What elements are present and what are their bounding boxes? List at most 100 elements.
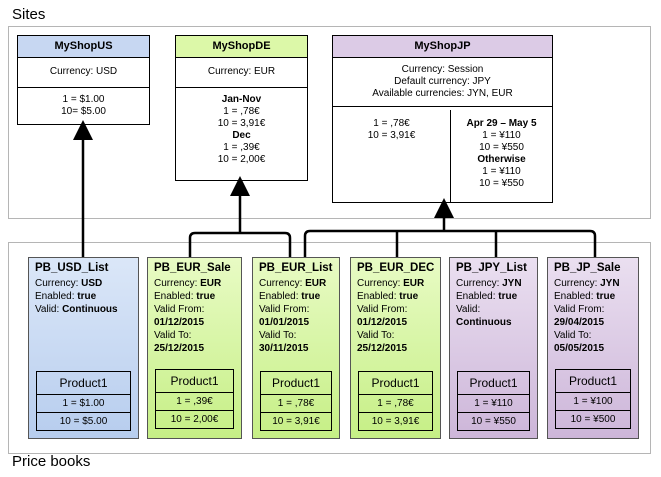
pricebook-pb-eur-list: PB_EUR_List Currency: EUR Enabled: true … bbox=[252, 257, 340, 439]
site-price: 1 = $1.00 bbox=[62, 94, 105, 105]
valid-value: Continuous bbox=[62, 304, 118, 315]
valid-to-value: 30/11/2015 bbox=[259, 343, 309, 354]
enabled-value: true bbox=[301, 291, 321, 302]
pricebook-pb-usd-list: PB_USD_List Currency: USD Enabled: true … bbox=[28, 257, 139, 439]
product-price: 1 = ,78€ bbox=[359, 395, 432, 413]
product-price: 10 = ¥500 bbox=[570, 414, 616, 425]
pricebook-title: PB_JP_Sale bbox=[554, 262, 621, 274]
valid-from-label: Valid From: bbox=[154, 304, 205, 315]
product-price: 1 = ¥110 bbox=[458, 395, 529, 413]
bracket-de bbox=[188, 231, 292, 258]
valid-label: Valid: bbox=[35, 304, 63, 315]
valid-to-label: Valid To: bbox=[259, 330, 297, 341]
pricebook-title: PB_EUR_List bbox=[259, 262, 333, 274]
site-myshopjp: MyShopJP Currency: Session Default curre… bbox=[332, 35, 553, 203]
site-price: 10 = 2,00€ bbox=[217, 154, 266, 165]
valid-to-value: 05/05/2015 bbox=[554, 343, 605, 354]
currency-value: EUR bbox=[200, 278, 222, 289]
period-label: Apr 29 – May 5 bbox=[466, 118, 537, 129]
default-currency: Default currency: JPY bbox=[394, 76, 491, 87]
enabled-value: true bbox=[498, 291, 518, 302]
enabled-label: Enabled: bbox=[35, 291, 78, 302]
site-name: MyShopDE bbox=[176, 36, 307, 58]
product-price: 10 = $5.00 bbox=[59, 416, 108, 427]
pricebook-pb-jp-sale: PB_JP_Sale Currency: JYN Enabled: true V… bbox=[547, 257, 639, 439]
valid-from-label: Valid From: bbox=[554, 304, 605, 315]
currency-label: Currency: bbox=[259, 278, 306, 289]
product-name: Product1 bbox=[261, 372, 331, 395]
product-name: Product1 bbox=[458, 372, 529, 395]
valid-from-value: 01/12/2015 bbox=[357, 317, 408, 328]
site-currency: Currency: USD bbox=[18, 58, 149, 88]
site-price: 1 = ¥110 bbox=[482, 166, 521, 177]
product-price: 1 = ,39€ bbox=[156, 393, 233, 411]
product-table: Product1 1 = ¥100 10 = ¥500 bbox=[555, 369, 631, 429]
pricebook-title: PB_EUR_Sale bbox=[154, 262, 231, 274]
site-price: 10 = 3,91€ bbox=[367, 130, 416, 141]
valid-from-label: Valid From: bbox=[259, 304, 310, 315]
enabled-label: Enabled: bbox=[357, 291, 400, 302]
valid-from-value: 01/01/2015 bbox=[259, 317, 310, 328]
site-price: 10 = ¥550 bbox=[479, 178, 524, 189]
pricebook-title: PB_JPY_List bbox=[456, 262, 527, 274]
pricebooks-label: Price books bbox=[12, 453, 91, 470]
pricebook-pb-eur-sale: PB_EUR_Sale Currency: EUR Enabled: true … bbox=[147, 257, 242, 439]
product-table: Product1 1 = ,39€ 10 = 2,00€ bbox=[155, 369, 234, 429]
site-price: 10 = 3,91€ bbox=[217, 118, 266, 129]
pricebook-pb-jpy-list: PB_JPY_List Currency: JYN Enabled: true … bbox=[449, 257, 538, 439]
enabled-value: true bbox=[196, 291, 216, 302]
product-price: 10 = ¥550 bbox=[471, 416, 516, 427]
valid-from-value: 29/04/2015 bbox=[554, 317, 605, 328]
pricebook-title: PB_USD_List bbox=[35, 262, 109, 274]
currency-label: Currency: bbox=[554, 278, 601, 289]
enabled-label: Enabled: bbox=[554, 291, 597, 302]
product-price: 1 = $1.00 bbox=[37, 395, 130, 413]
product-table: Product1 1 = ,78€ 10 = 3,91€ bbox=[260, 371, 332, 431]
enabled-value: true bbox=[596, 291, 616, 302]
valid-to-value: 25/12/2015 bbox=[357, 343, 408, 354]
currency-value: JYN bbox=[502, 278, 522, 289]
site-myshopus: MyShopUS Currency: USD 1 = $1.00 10= $5.… bbox=[17, 35, 150, 125]
site-price: 10 = ¥550 bbox=[479, 142, 524, 153]
product-name: Product1 bbox=[156, 370, 233, 393]
available-currencies: Available currencies: JYN, EUR bbox=[372, 88, 513, 99]
currency-value: USD bbox=[81, 278, 103, 289]
product-name: Product1 bbox=[37, 372, 130, 395]
site-price: 10= $5.00 bbox=[61, 106, 106, 117]
period-label: Otherwise bbox=[477, 154, 526, 165]
enabled-label: Enabled: bbox=[154, 291, 197, 302]
product-price: 10 = 2,00€ bbox=[170, 414, 219, 425]
valid-value: Continuous bbox=[456, 317, 512, 328]
product-name: Product1 bbox=[359, 372, 432, 395]
product-price: 10 = 3,91€ bbox=[272, 416, 320, 427]
product-table: Product1 1 = $1.00 10 = $5.00 bbox=[36, 371, 131, 431]
enabled-label: Enabled: bbox=[456, 291, 499, 302]
pricebook-title: PB_EUR_DEC bbox=[357, 262, 435, 274]
site-price: 1 = ,78€ bbox=[223, 106, 260, 117]
site-myshopde: MyShopDE Currency: EUR Jan-Nov 1 = ,78€ … bbox=[175, 35, 308, 181]
currency-value: JYN bbox=[600, 278, 620, 289]
site-currency: Currency: EUR bbox=[176, 58, 307, 88]
product-price: 1 = ,78€ bbox=[261, 395, 331, 413]
pricebook-pb-eur-dec: PB_EUR_DEC Currency: EUR Enabled: true V… bbox=[350, 257, 441, 439]
product-price: 1 = ¥100 bbox=[556, 393, 630, 411]
site-price: 1 = ,78€ bbox=[373, 118, 410, 129]
currency-label: Currency: bbox=[456, 278, 503, 289]
site-price: 1 = ¥110 bbox=[482, 130, 521, 141]
currency-value: EUR bbox=[403, 278, 425, 289]
valid-to-value: 25/12/2015 bbox=[154, 343, 205, 354]
product-table: Product1 1 = ¥110 10 = ¥550 bbox=[457, 371, 530, 431]
enabled-label: Enabled: bbox=[259, 291, 302, 302]
period-label: Jan-Nov bbox=[221, 94, 262, 105]
valid-to-label: Valid To: bbox=[154, 330, 192, 341]
site-currency: Currency: Session bbox=[401, 64, 484, 75]
valid-to-label: Valid To: bbox=[554, 330, 592, 341]
enabled-value: true bbox=[77, 291, 97, 302]
valid-label: Valid: bbox=[456, 304, 481, 315]
sites-label: Sites bbox=[12, 6, 46, 23]
period-label: Dec bbox=[232, 130, 251, 141]
valid-to-label: Valid To: bbox=[357, 330, 395, 341]
product-table: Product1 1 = ,78€ 10 = 3,91€ bbox=[358, 371, 433, 431]
bracket-jp bbox=[303, 229, 597, 258]
